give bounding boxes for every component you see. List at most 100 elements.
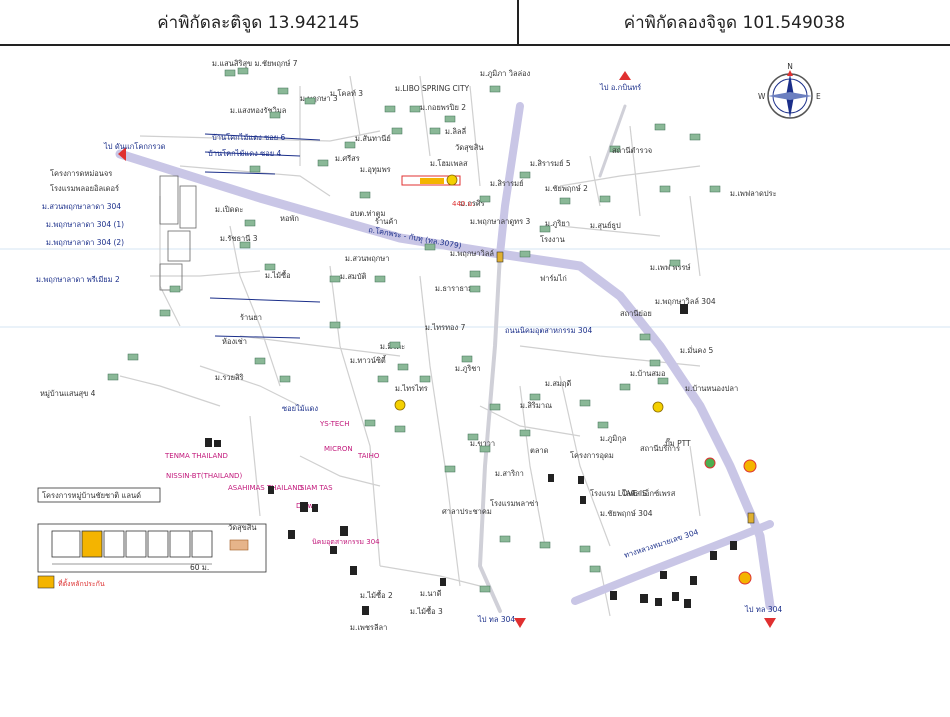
longitude-label: ค่าพิกัดลองจิจูด 101.549038 [623,12,846,33]
place-labels: วัดสุขสิน ร้านค้า อบต.ท่าตูม หอพัก ฟาร์ม… [40,143,691,516]
road-soi6-label: บ้านโคกไม้แดง ซอย 6 [212,133,286,142]
factory-icons [205,304,737,615]
compass-north: N [787,62,793,71]
village-label: ม.ภูริชา [455,364,481,373]
place-label: หอพัก [280,214,299,223]
left-village-label: ม.พฤกษาลาดา พรีเมียม 2 [36,275,120,284]
left-village-label: ม.พฤกษาลาดา 304 (2) [46,238,124,247]
factory-label: TAIHO [357,452,380,460]
village-label: ม.เพชรลีลา [350,623,387,632]
direction-304-bottom: ไป ทล 304 [477,615,515,624]
left-village-label: ม.สวนพฤกษาลาดา 304 [42,202,121,211]
village-label: ม.พฤกษาวิลล์ 304 [655,297,716,306]
village-label: ม.แสงทองรัชวิมล [230,106,286,115]
village-label: ม.บ้านหนองปลา [685,384,738,393]
village-labels: ม.แสนสิริสุข ม.ชัยพฤกษ์ 7 ม.โคลท์ 3 ม.แส… [212,59,777,632]
minor-roads [119,75,701,617]
village-label: ม.เพฟลาดประ [730,189,777,198]
place-label: โลตัส เอ็กซ์เพรส [622,488,676,498]
direction-arrows [118,71,776,628]
village-label: ม.ลิลลี่ [445,126,466,136]
village-label: ม.แสนสิริสุข ม.ชัยพฤกษ์ 7 [212,59,298,68]
traffic-light-icons [496,251,755,524]
village-label: ม.LIBO SPRING CITY [395,84,470,93]
place-label: ร้านยา [240,313,262,322]
village-label: ม.โฮมเพลส [430,159,468,168]
village-label: ม.ขาวา [470,439,495,448]
road-3079-label: ถ.โคกพระ - กับทุ (ทล.3079) [368,225,463,250]
village-label: ม.เปิดดะ [215,205,243,214]
village-label: ม.ไทรไทร [395,384,428,393]
place-label: ร้านค้า [375,217,398,226]
legend-temple: วัดสุขสิน [228,523,257,532]
place-label: อบต.ท่าตูม [350,209,386,218]
village-label: ม.รัชธานี 3 [220,234,258,243]
place-label: สถานีตำรวจ [612,146,652,155]
village-label: ม.กอยพรปิย 2 [420,103,466,112]
header-divider [517,0,519,44]
factory-label: YS-TECH [319,420,349,428]
left-village-label: โครงการดหม่อนจร [50,169,112,178]
left-village-label: ม.พฤกษาลาดา 304 (1) [46,220,124,229]
village-label: ม.เพฟ พรรษ์ [650,263,691,272]
village-label: ม.ชัยพฤกษ์ 304 [600,509,653,518]
village-label: ม.สิรารมย์ [490,179,524,188]
place-label: ตลาด [530,446,549,455]
village-label: ม.ไทรทอง 7 [425,323,466,332]
village-label: ม.สวนพฤกษา [345,254,389,263]
village-label: ม.สิริมาณ [520,401,552,410]
village-label: ม.ไม้ซื้อ [265,270,291,280]
factory-label: ASAHIMAS THAILAND [228,484,303,492]
village-label: ม.บ้านสมอ [630,369,665,378]
place-label: สถานีบริการ [640,444,680,453]
village-label: ม.นาดี [420,589,442,598]
village-label: ม.ศรีสร [335,154,360,163]
place-label: ห้องเช่า [222,337,247,346]
soi-lines [204,133,321,339]
road-industrial-304b-label: นิคมอุตสาหกรรม 304 [312,538,380,546]
direction-kho-kha: ไป ดันแกโคกกรวด [103,142,166,151]
factory-label: MICRON [324,445,353,453]
place-label: โครงการอุดม [570,451,614,460]
direction-304-south: ไป ทล 304 [744,605,782,614]
place-label: โรงแรม LOVE IS [590,489,647,498]
place-label: วัดสุขสิน [455,143,484,152]
village-label: ม.ภูมิกุล [600,434,626,443]
compass-east: E [816,92,821,101]
village-label: ม.ธาราธาม [435,284,473,293]
main-roads [115,102,775,613]
place-label: ฟาร์มไก่ [540,274,567,283]
village-label: ม.สมบัติ [340,272,367,281]
location-map: ไป อ.กบินทร์ ไป ดันแกโคกกรวด ไป ทล 304 ไ… [0,59,950,632]
place-label: โรงงาน [540,235,565,244]
village-label: ม.ไม้ซื้อ 3 [410,606,443,616]
place-label: สถานีย่อย [620,309,652,318]
village-label: ม.พฤกษาวิลล์ [450,249,494,258]
village-label: ม.อุทุมพร [360,165,391,174]
left-village-label: โรงแรมพลอยอิลเดอร์ [50,184,119,193]
village-label: ม.พฤกษา 3 [300,94,338,103]
legend-distance: 60 ม. [190,563,209,572]
left-plots [159,175,197,291]
road-soi4-label: บ้านโคกไม้แดง ซอย 4 [208,149,282,158]
factory-label: SIAM TAS [300,484,333,492]
legend-title: โครงการหมู่บ้านชัยชาติ แลนด์ [42,491,141,500]
left-village-labels: โครงการดหม่อนจร โรงแรมพลอยอิลเดอร์ ม.สวน… [36,169,124,284]
village-label: ม.พฤกษาลาดูทร 3 [470,217,531,226]
village-label: ม.ชัยพฤกษ์ 2 [545,184,588,193]
village-label: ม.โคลท์ 3 [330,89,363,98]
factory-labels: TENMA THAILAND NISSIN-BT(THAILAND) ASAHI… [164,420,380,510]
place-label: โรงแรมพลาซ่า [490,499,539,508]
village-icons [107,67,721,593]
village-label: ม.กรศิริ [460,199,485,208]
coordinate-header: ค่าพิกัดละติจูด 13.942145 ค่าพิกัดลองจิจ… [0,0,950,46]
distance-440m-label: 440 ม. [452,200,474,208]
site-marker [394,174,664,413]
compass-rose: N E W [758,62,821,119]
place-label: ปั๊ม PTT [665,438,691,448]
village-label: ม.สมฤดี [545,379,571,388]
factory-label: NISSIN-BT(THAILAND) [166,472,242,480]
village-label: ม.สาริกา [495,469,524,478]
village-label: ม.ภูริยา [545,219,570,228]
village-label: ม.ทาวน์ซิตี้ [350,355,387,365]
